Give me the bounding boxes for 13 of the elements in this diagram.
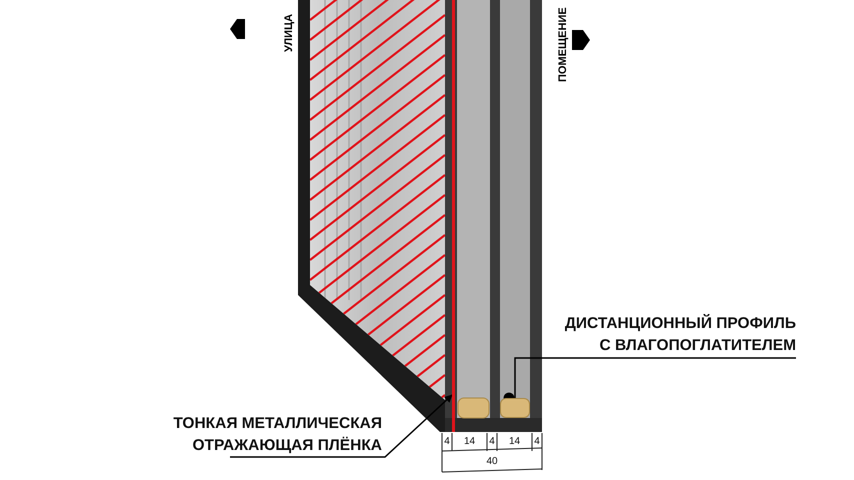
- dimension-label: 14: [508, 436, 522, 447]
- dimension-label: 40: [485, 456, 499, 467]
- callout-label: ТОНКАЯ МЕТАЛЛИЧЕСКАЯ ОТРАЖАЮЩАЯ ПЛЁНКА: [150, 413, 382, 457]
- callout-label: ДИСТАНЦИОННЫЙ ПРОФИЛЬ С ВЛАГОПОГЛАТИТЕЛЕМ: [556, 313, 796, 358]
- leader-line: [230, 394, 453, 458]
- direction-label: ПОМЕЩЕНИЕ: [557, 7, 569, 82]
- desiccant-spacer: [500, 398, 530, 418]
- reflective-film: [452, 0, 455, 432]
- direction-label: УЛИЦА: [283, 14, 295, 52]
- dimension-label: 4: [443, 436, 451, 447]
- dimension-label: 4: [533, 436, 541, 447]
- dimension-label: 4: [488, 436, 496, 447]
- dimension-label: 14: [462, 436, 476, 447]
